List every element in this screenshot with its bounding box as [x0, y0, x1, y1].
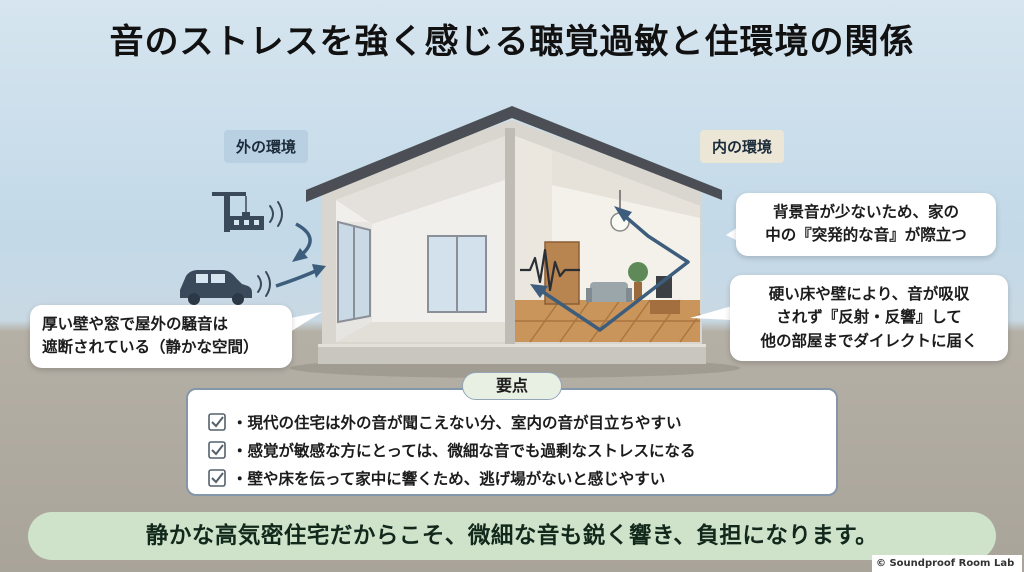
inside-bottom-callout-line: 他の部屋までダイレクトに届く	[760, 331, 978, 350]
sound-wave-icon	[269, 201, 283, 227]
page-title: 音のストレスを強く感じる聴覚過敏と住環境の関係	[109, 22, 915, 62]
factory-crane-icon	[212, 192, 264, 232]
key-point-text: ・感覚が敏感な方にとっては、微細な音でも過剰なストレスになる	[232, 442, 696, 460]
reflection-arrow	[539, 210, 690, 332]
inside-top-callout: 背景音が少ないため、家の 中の『突発的な音』が際立つ	[736, 193, 996, 256]
inside-bottom-callout: 硬い床や壁により、音が吸収 されず『反射・反響』して 他の部屋までダイレクトに届…	[730, 275, 1008, 361]
check-icon	[208, 413, 226, 431]
key-point-text: ・現代の住宅は外の音が聞こえない分、室内の音が目立ちやすい	[232, 414, 682, 432]
key-point-item: ・感覚が敏感な方にとっては、微細な音でも過剰なストレスになる	[208, 436, 836, 464]
outside-callout-line: 遮断されている（静かな空間）	[42, 338, 259, 357]
check-icon	[208, 441, 226, 459]
inside-top-callout-line: 背景音が少ないため、家の	[772, 203, 959, 221]
summary-banner: 静かな高気密住宅だからこそ、微細な音も鋭く響き、負担になります。	[28, 512, 996, 560]
key-point-item: ・現代の住宅は外の音が聞こえない分、室内の音が目立ちやすい	[208, 408, 836, 436]
key-point-item: ・壁や床を伝って家中に響くため、逃げ場がないと感じやすい	[208, 464, 836, 492]
inside-top-callout-line: 中の『突発的な音』が際立つ	[765, 226, 967, 245]
key-point-text: ・壁や床を伝って家中に響くため、逃げ場がないと感じやすい	[232, 470, 666, 488]
sofa	[590, 282, 628, 302]
outside-environment-tag: 外の環境	[224, 130, 309, 163]
key-points-box: ・現代の住宅は外の音が聞こえない分、室内の音が目立ちやすい ・感覚が敏感な方にと…	[186, 388, 838, 496]
check-icon	[208, 469, 226, 487]
inside-bottom-callout-line: されず『反射・反響』して	[776, 308, 962, 327]
inside-bottom-callout-line: 硬い床や壁により、音が吸収	[768, 285, 970, 303]
sound-wave-icon	[257, 271, 271, 297]
car-icon	[180, 270, 252, 305]
outside-callout-line: 厚い壁や窓で屋外の騒音は	[42, 315, 229, 333]
waveform-icon	[520, 248, 580, 292]
inside-environment-tag: 内の環境	[700, 130, 785, 163]
plant	[628, 262, 648, 282]
cabinet	[650, 300, 680, 314]
outside-callout: 厚い壁や窓で屋外の騒音は 遮断されている（静かな空間）	[30, 305, 292, 368]
key-points-label: 要点	[462, 372, 562, 400]
credit-text: © Soundproof Room Lab	[872, 555, 1022, 572]
